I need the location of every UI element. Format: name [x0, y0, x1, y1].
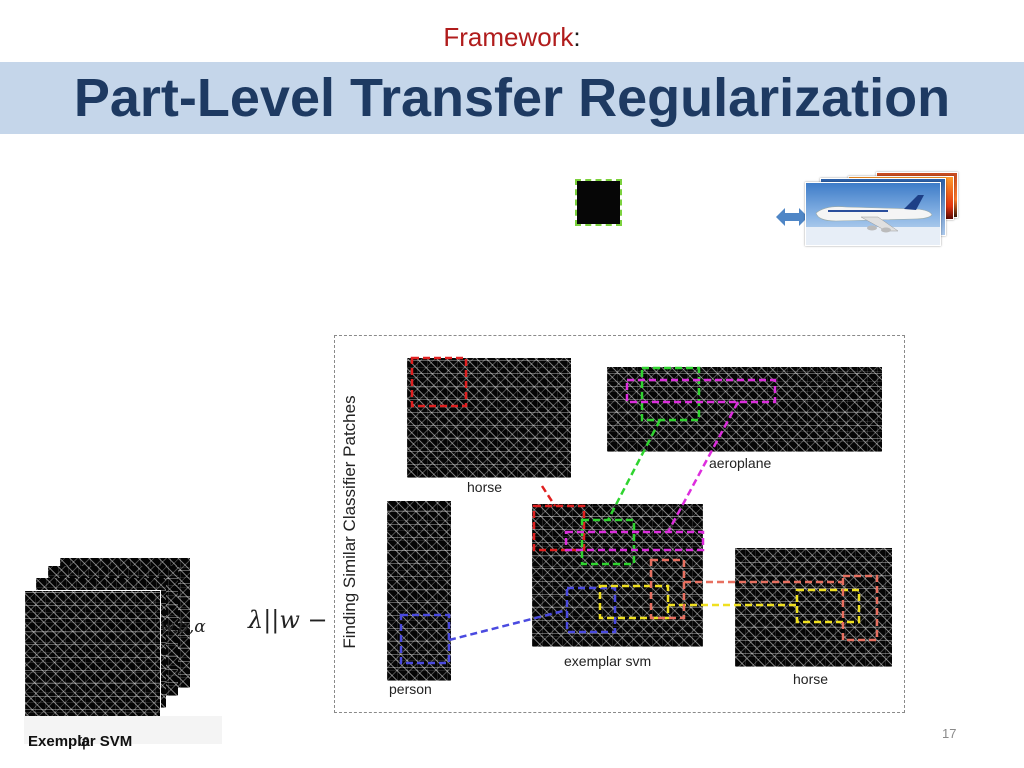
hog-patch-thumbnail	[575, 179, 622, 226]
hog-horse-top	[407, 358, 571, 478]
hog-person	[387, 501, 451, 681]
aeroplane-image	[806, 195, 940, 245]
hog-horse-right	[735, 548, 892, 667]
title-band	[0, 62, 1024, 134]
formula-expression: λ||w −	[248, 606, 328, 634]
page-number: 17	[942, 726, 957, 741]
photo-aeroplane	[805, 182, 941, 246]
framework-label: Framework	[443, 22, 574, 52]
exemplar-svm-label: Exemplar SVM	[28, 733, 133, 750]
double-arrow-icon	[776, 208, 808, 226]
framework-heading: Framework:	[0, 22, 1024, 53]
hog-exemplar-svm	[532, 504, 703, 647]
slide-title: Part-Level Transfer Regularization	[73, 68, 951, 128]
caption-person: person	[389, 681, 432, 697]
exemplar-label-backdrop	[24, 716, 222, 744]
exemplar-stack-front	[24, 590, 161, 724]
hog-aeroplane	[607, 367, 882, 452]
framework-colon: :	[573, 22, 581, 52]
caption-aeroplane: aeroplane	[709, 455, 772, 471]
caption-horse-top: horse	[467, 479, 503, 495]
phi-glyph: φ	[78, 731, 90, 751]
caption-exemplar-svm: exemplar svm	[564, 653, 652, 669]
side-label: Finding Similar Classifier Patches	[340, 395, 359, 649]
formula-subscript: w,b,α	[160, 617, 206, 637]
caption-horse-right: horse	[793, 671, 829, 687]
